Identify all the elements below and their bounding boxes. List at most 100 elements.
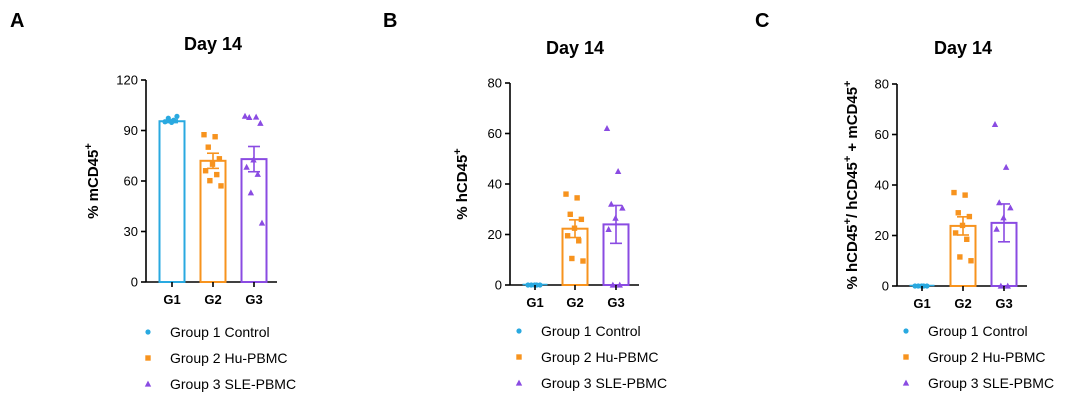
data-point: [609, 281, 617, 288]
data-point: [996, 199, 1003, 206]
chart-title: Day 14: [184, 34, 242, 54]
y-axis-label-part: / hCD45: [844, 162, 861, 218]
bar-g1: [158, 120, 186, 283]
y-tick-label: 40: [875, 178, 889, 193]
data-point: [1000, 214, 1007, 221]
data-point: [993, 225, 1000, 232]
data-point: [250, 156, 257, 163]
y-tick-label: 120: [116, 73, 138, 88]
x-tick-label: G1: [163, 292, 180, 307]
data-point: [246, 113, 253, 120]
data-point: [569, 255, 575, 262]
data-point: [218, 183, 224, 189]
y-axis-label-part: +: [842, 81, 854, 87]
data-point: [241, 112, 249, 119]
data-point: [1007, 204, 1014, 211]
chart-title: Day 14: [934, 38, 992, 58]
y-axis-label-part: % hCD45: [454, 155, 471, 220]
x-tick-label: G1: [913, 296, 930, 311]
legend-entry: Group 1 Control: [903, 323, 1028, 339]
data-point: [576, 238, 582, 244]
y-tick-label: 0: [495, 278, 502, 293]
y-axis-label: % hCD45+​: [452, 148, 471, 219]
data-point: [209, 161, 216, 167]
data-point: [162, 119, 168, 125]
legend-marker-square-icon: [903, 354, 909, 360]
data-point: [243, 163, 250, 170]
legend-entry: Group 2 Hu-PBMC: [903, 349, 1045, 365]
data-point: [997, 282, 1005, 289]
legend-entry: Group 1 Control: [516, 323, 641, 339]
y-axis-label-part: +: [842, 156, 854, 162]
legend-entry: Group 2 Hu-PBMC: [516, 349, 658, 365]
data-point: [257, 119, 264, 126]
data-point: [1002, 163, 1010, 170]
data-point: [212, 134, 218, 140]
data-point: [966, 213, 973, 220]
data-point: [603, 125, 611, 132]
x-tick-label: G3: [607, 295, 624, 310]
legend-label: Group 1 Control: [541, 323, 641, 339]
data-point: [254, 170, 261, 177]
y-axis-label-part: + mCD45: [844, 87, 861, 156]
data-point: [563, 191, 569, 197]
data-point: [951, 189, 957, 196]
legend-marker-triangle-icon: [515, 379, 523, 386]
data-point: [214, 171, 220, 178]
data-point: [202, 168, 209, 174]
legend-entry: Group 3 SLE-PBMC: [902, 375, 1054, 391]
y-axis-label: % hCD45+​/ hCD45+​ + mCD45+​: [842, 81, 861, 290]
legend-label: Group 2 Hu-PBMC: [928, 349, 1045, 365]
legend-entry: Group 2 Hu-PBMC: [145, 350, 287, 366]
data-point: [968, 258, 974, 264]
data-point: [612, 214, 619, 221]
data-point: [258, 219, 266, 226]
legend-label: Group 1 Control: [928, 323, 1028, 339]
data-point: [959, 222, 966, 229]
y-tick-label: 60: [124, 174, 138, 189]
x-tick-label: G3: [995, 296, 1012, 311]
y-tick-label: 60: [488, 126, 502, 141]
data-point: [955, 210, 961, 216]
data-point: [574, 195, 580, 201]
data-point: [964, 236, 970, 242]
data-point: [580, 258, 586, 264]
y-tick-label: 90: [124, 123, 138, 138]
data-point: [605, 226, 612, 233]
y-tick-label: 40: [488, 177, 502, 192]
x-tick-label: G3: [245, 292, 262, 307]
bar-g3: [240, 158, 268, 283]
legend-label: Group 3 SLE-PBMC: [928, 375, 1054, 391]
legend-entry: Group 3 SLE-PBMC: [144, 376, 296, 392]
data-point: [608, 200, 615, 207]
legend-marker-circle-icon: [145, 329, 151, 335]
panel-letter: A: [10, 10, 24, 32]
legend-label: Group 1 Control: [170, 324, 270, 340]
y-tick-label: 0: [131, 275, 138, 290]
data-point: [205, 144, 211, 150]
y-axis-label-part: % hCD45: [844, 224, 861, 289]
data-point: [614, 167, 622, 174]
data-point: [952, 230, 959, 236]
data-point: [991, 121, 999, 127]
legend-label: Group 3 SLE-PBMC: [170, 376, 296, 392]
y-tick-label: 20: [488, 227, 502, 242]
legend-marker-circle-icon: [903, 328, 909, 334]
legend-marker-square-icon: [145, 355, 151, 361]
data-point: [207, 177, 213, 184]
legend-label: Group 3 SLE-PBMC: [541, 375, 667, 391]
data-point: [924, 283, 930, 289]
data-point: [201, 132, 207, 138]
y-tick-label: 20: [875, 228, 889, 243]
y-tick-label: 30: [124, 224, 138, 239]
y-tick-label: 80: [875, 77, 889, 92]
y-axis-label: % mCD45+​: [83, 143, 102, 219]
panel-letter: B: [383, 10, 397, 32]
y-axis-label-part: +: [83, 143, 95, 149]
legend-marker-circle-icon: [516, 328, 522, 334]
data-point: [165, 115, 171, 121]
legend-label: Group 2 Hu-PBMC: [541, 349, 658, 365]
legend-entry: Group 1 Control: [145, 324, 270, 340]
